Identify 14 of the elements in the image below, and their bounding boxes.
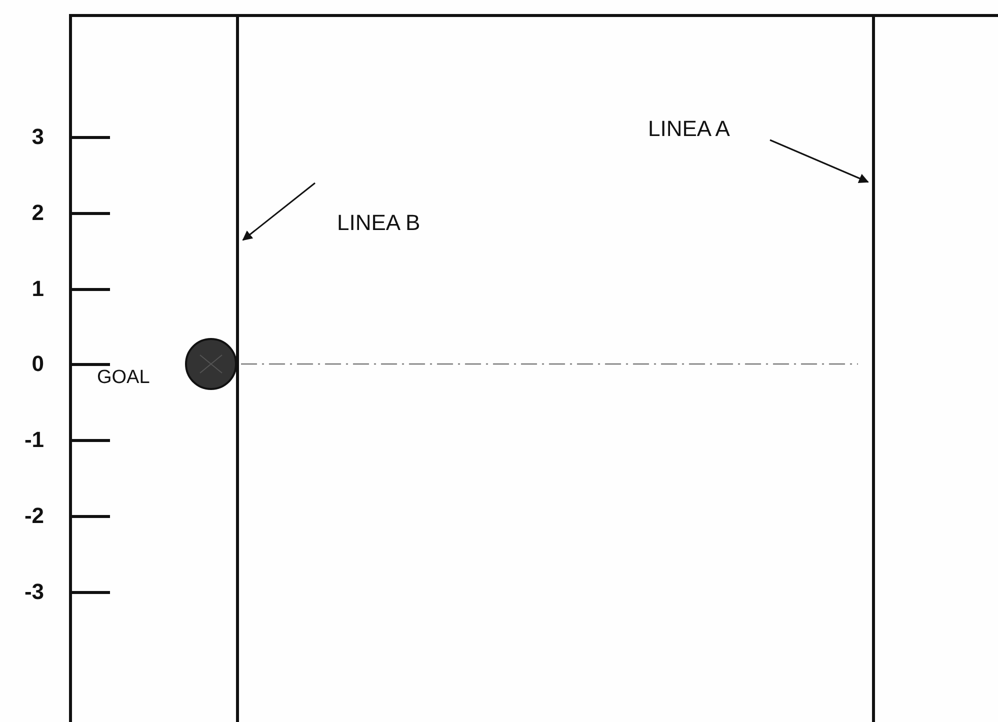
field-line bbox=[872, 15, 875, 722]
goal-label: GOAL bbox=[97, 368, 150, 387]
axis-tick-label: -3 bbox=[23, 581, 44, 603]
field-line bbox=[236, 15, 239, 722]
axis-tick-label: 2 bbox=[30, 202, 44, 224]
axis-tick-label: 3 bbox=[30, 126, 44, 148]
line-label: LINEA B bbox=[337, 212, 420, 234]
axis-tick-label: -2 bbox=[23, 505, 44, 527]
axis-tick-label: -1 bbox=[23, 429, 44, 451]
leader-arrow bbox=[770, 139, 869, 184]
line-label: LINEA A bbox=[648, 118, 730, 140]
axis-tick-label: 1 bbox=[30, 278, 44, 300]
leader-arrow bbox=[242, 182, 316, 241]
axis-tick-label: 0 bbox=[30, 353, 44, 375]
